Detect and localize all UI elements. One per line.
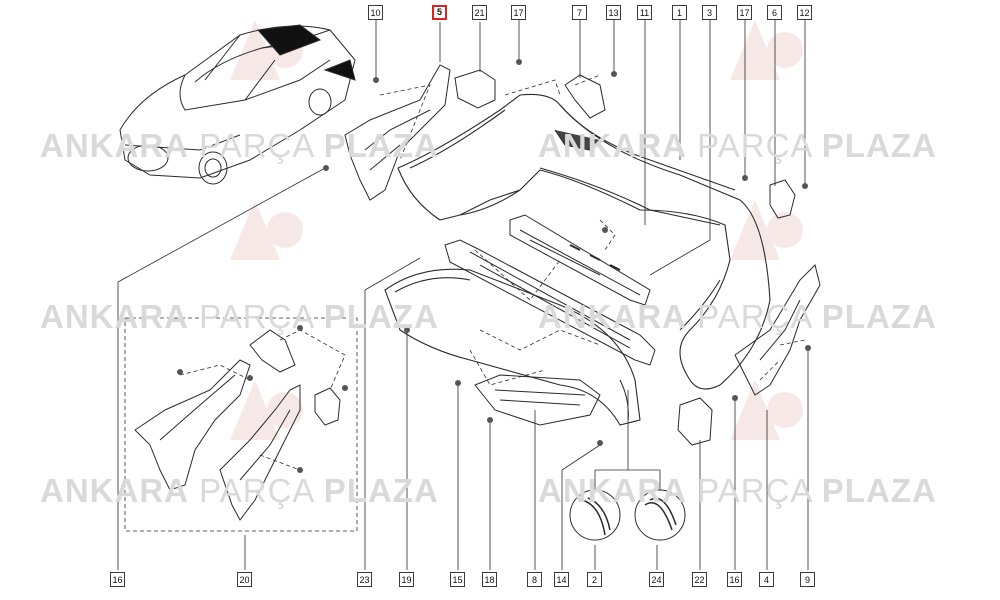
callout-6[interactable]: 6 (767, 5, 782, 20)
car-sedan-icon (119, 24, 356, 185)
callout-17[interactable]: 17 (511, 5, 526, 20)
callout-12[interactable]: 12 (797, 5, 812, 20)
callout-23[interactable]: 23 (357, 572, 372, 587)
callout-2[interactable]: 2 (587, 572, 602, 587)
callout-1[interactable]: 1 (672, 5, 687, 20)
assembly-guides (124, 74, 806, 532)
callout-11[interactable]: 11 (637, 5, 652, 20)
lower-diffuser (384, 268, 641, 426)
callout-8[interactable]: 8 (527, 572, 542, 587)
callout-24[interactable]: 24 (649, 572, 664, 587)
bracket-parts (344, 64, 821, 446)
bumper-cover (397, 93, 771, 390)
ap-logo-watermark (230, 20, 803, 440)
energy-absorber (509, 214, 651, 306)
callout-10[interactable]: 10 (368, 5, 383, 20)
callout-19[interactable]: 19 (399, 572, 414, 587)
callout-22[interactable]: 22 (692, 572, 707, 587)
callout-3[interactable]: 3 (702, 5, 717, 20)
callout-15[interactable]: 15 (450, 572, 465, 587)
assembly-detail (134, 329, 341, 521)
clip-insets (569, 489, 686, 541)
callout-9[interactable]: 9 (800, 572, 815, 587)
callout-16[interactable]: 16 (110, 572, 125, 587)
callout-13[interactable]: 13 (606, 5, 621, 20)
fastener-icons (177, 59, 811, 473)
callout-4[interactable]: 4 (759, 572, 774, 587)
bumper-beam (444, 239, 656, 366)
callout-17[interactable]: 17 (737, 5, 752, 20)
callout-16[interactable]: 16 (727, 572, 742, 587)
callout-7[interactable]: 7 (572, 5, 587, 20)
undertray (474, 374, 601, 426)
callout-5-highlighted[interactable]: 5 (432, 5, 447, 20)
callout-18[interactable]: 18 (482, 572, 497, 587)
callout-21[interactable]: 21 (472, 5, 487, 20)
callout-14[interactable]: 14 (554, 572, 569, 587)
leader-lines (117, 20, 809, 570)
callout-20[interactable]: 20 (237, 572, 252, 587)
